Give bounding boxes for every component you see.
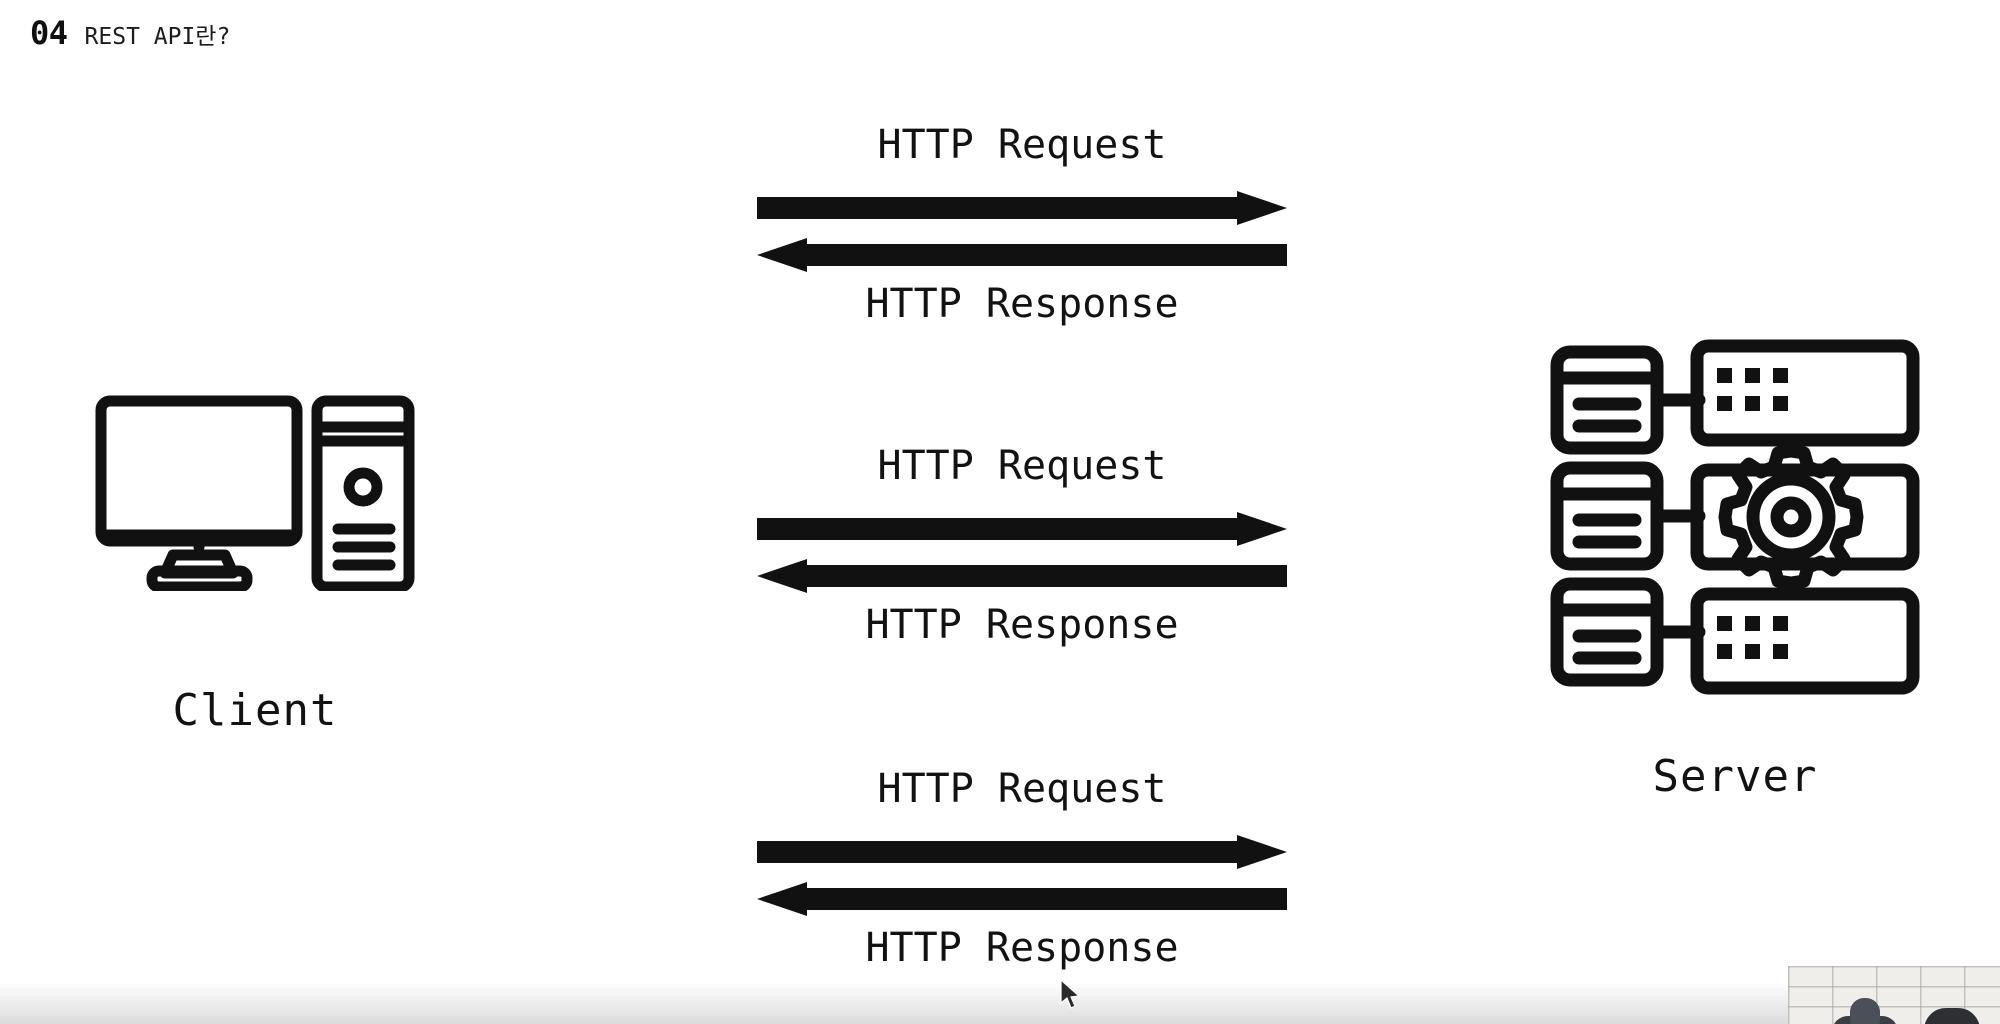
rack-dot-grid-top [1717,368,1788,411]
arrow-right-icon [757,835,1287,869]
http-request-label: HTTP Request [877,766,1167,812]
tower-drive-icon [343,467,383,507]
webcam-person-secondary [1924,1008,1980,1024]
arrow-left-icon [757,238,1287,272]
mouse-pointer-icon [1060,980,1081,1009]
exchange-group-3: HTTP Request HTTP Response [757,769,1287,968]
exchange-group-2: HTTP Request HTTP Response [757,446,1287,645]
section-number: 04 [30,14,68,52]
slide-header: 04 REST API란? [30,17,230,49]
http-response-label: HTTP Response [865,281,1179,327]
arrow-right-icon [757,191,1287,225]
presenter-webcam-overlay[interactable] [1788,966,2000,1024]
desktop-computer-icon [95,395,415,591]
server-rack-icon [1550,339,1920,695]
arrow-right-icon [757,512,1287,546]
http-request-label: HTTP Request [877,443,1167,489]
video-player-bar[interactable] [0,982,2000,1024]
arrow-left-icon [757,559,1287,593]
arrow-left-icon [757,882,1287,916]
http-request-label: HTTP Request [877,122,1167,168]
client-label: Client [172,685,338,736]
webcam-person-head [1850,998,1880,1024]
exchange-group-1: HTTP Request HTTP Response [757,125,1287,324]
webcam-background [1788,966,2000,1024]
rack-dot-grid-bottom [1717,616,1788,659]
client-node: Client [95,395,415,733]
http-response-label: HTTP Response [865,602,1179,648]
monitor-power-dot [193,541,205,553]
server-node: Server [1545,330,1925,799]
http-response-label: HTTP Response [865,925,1179,971]
server-label: Server [1652,751,1818,802]
gear-icon [1718,444,1864,590]
page-title: REST API란? [84,24,231,50]
